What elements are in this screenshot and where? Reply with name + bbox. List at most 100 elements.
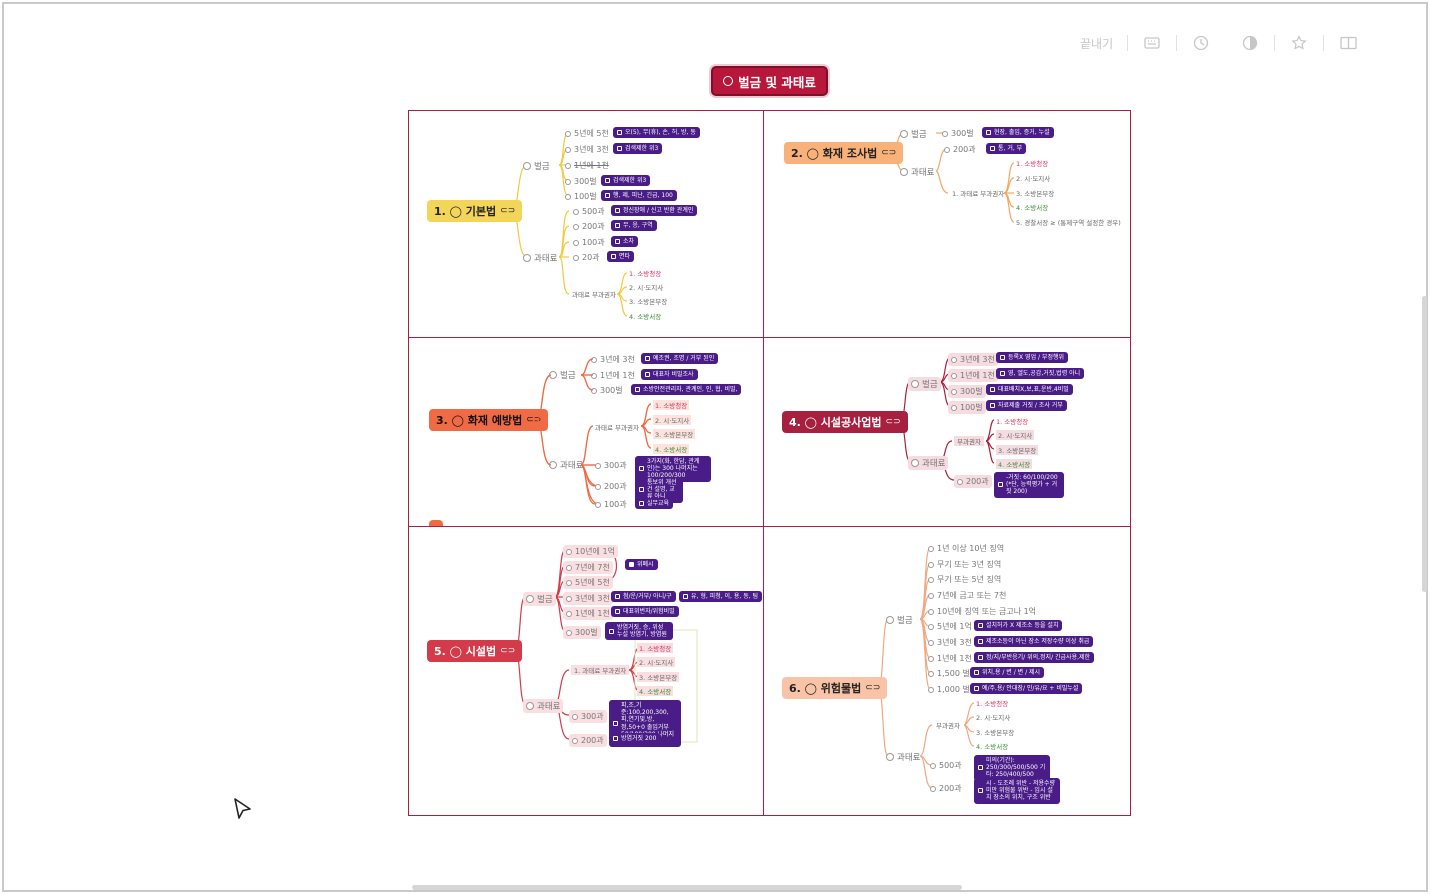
penalty-item[interactable]: 200과 <box>569 734 607 747</box>
imposer-label[interactable]: 1. 과태료 부과권자 <box>952 190 1005 198</box>
penalty-item[interactable]: 200과 <box>944 144 976 155</box>
penalty-tag[interactable]: 시 - 도조례 위반 - 저용수량 미만 위험물 위반 - 임시 설치 장소의 … <box>974 778 1060 804</box>
main-topic-fire-investigation-law[interactable]: 2. ◯ 화재 조사법⊂⊃ <box>784 142 904 164</box>
penalty-item[interactable]: 100과 <box>573 237 605 248</box>
penalty-item[interactable]: 500과 <box>930 760 962 771</box>
fine-tag[interactable]: 소방안전관리자, 관계인, 인, 협, 비밀, <box>631 384 742 396</box>
imposer-item[interactable]: 4. 소방서장 <box>976 743 1009 751</box>
penalty-item[interactable]: 200과 <box>954 475 992 488</box>
main-topic-basic-law[interactable]: 1. ◯ 기본법⊂⊃ <box>427 200 523 222</box>
branch-fine[interactable]: 벌금 <box>908 377 941 391</box>
fine-tag[interactable]: 위치,용 / 변 / 변 / 제시 <box>970 667 1045 679</box>
star-icon[interactable] <box>1289 32 1309 54</box>
fine-tag[interactable]: 대표자 비밀조사 <box>641 369 698 381</box>
fine-item[interactable]: 10년에 징역 또는 금고나 1억 <box>928 606 1036 617</box>
branch-fine[interactable]: 벌금 <box>523 160 550 172</box>
penalty-tag[interactable]: 방염거짓 200 <box>609 733 661 745</box>
imposer-item[interactable]: 2. 시·도지사 <box>976 714 1011 722</box>
imposer-item[interactable]: 5. 경찰서장 ≥ (통제구역 설정한 경우) <box>1016 219 1121 227</box>
keyboard-icon[interactable] <box>1142 32 1162 54</box>
fine-item[interactable]: 1,500 벌 <box>928 668 970 679</box>
fine-item[interactable]: 5년에 5천 <box>563 576 613 589</box>
imposer-item[interactable]: 4. 소방서장 <box>1016 204 1049 212</box>
fine-item[interactable]: 1년에 1천 <box>563 607 613 620</box>
horizontal-scrollbar[interactable] <box>412 885 962 890</box>
penalty-tag[interactable]: 실무교육 <box>635 498 674 510</box>
branch-fine[interactable]: 벌금 <box>886 614 913 626</box>
fine-item[interactable]: 300벌 <box>948 385 986 398</box>
penalty-tag[interactable]: 면타 <box>607 251 635 263</box>
imposer-item[interactable]: 1. 소방청장 <box>653 400 690 410</box>
fine-item[interactable]: 1년에 1천 <box>948 369 998 382</box>
branch-penalty[interactable]: 과태료 <box>523 252 557 264</box>
imposer-item[interactable]: 1. 소방청장 <box>637 643 674 653</box>
penalty-item[interactable]: 20과 <box>573 252 600 263</box>
fine-item[interactable]: 3년에 3천 <box>928 637 972 648</box>
imposer-item[interactable]: 1. 소방청장 <box>976 700 1009 708</box>
vertical-scrollbar[interactable] <box>1422 296 1427 592</box>
fine-tag[interactable]: 영, 엘도,공감,거짓,법령 아니 <box>996 368 1085 380</box>
imposer-item[interactable]: 4. 소방서장 <box>637 686 674 696</box>
penalty-item[interactable]: 300과 <box>595 460 627 471</box>
fine-tag[interactable]: 자료제출 거짓 / 조사 거부 <box>986 400 1067 412</box>
imposer-item[interactable]: 4. 소방서장 <box>653 444 690 454</box>
penalty-item[interactable]: 200과 <box>595 481 627 492</box>
imposer-item[interactable]: 2. 시·도지사 <box>653 415 692 425</box>
fine-tag[interactable]: 검색제한 위3 <box>613 143 663 155</box>
branch-fine[interactable]: 벌금 <box>900 128 927 140</box>
fine-tag[interactable]: 예/주,용/ 안대장/ 인/유/요 + 비밀누설 <box>970 683 1083 695</box>
penalty-item[interactable]: 200과 <box>930 783 962 794</box>
main-topic-construction-law[interactable]: 4. ◯ 시설공사업법⊂⊃ <box>782 411 908 433</box>
penalty-tag[interactable]: 정신장애 / 신고 반환 관계인 <box>611 205 698 217</box>
fine-item[interactable]: 1,000 벌 <box>928 684 970 695</box>
fine-tag[interactable]: 제조소등이 아닌 장소 저장수량 이상 취급 <box>974 636 1094 648</box>
fine-tag[interactable]: 설치허가 X 제조소 등을 설치 <box>974 620 1063 632</box>
imposer-item[interactable]: 4. 소방서장 <box>996 459 1033 469</box>
exit-button[interactable]: 끝내기 <box>1080 36 1114 51</box>
fine-item[interactable]: 1년에 1천 <box>928 653 972 664</box>
main-topic-facility-law[interactable]: 5. ◯ 시설법⊂⊃ <box>427 640 523 662</box>
imposer-item[interactable]: 4. 소방서장 <box>629 313 662 321</box>
imposer-item[interactable]: 2. 시·도지사 <box>637 657 676 667</box>
imposer-item[interactable]: 3. 소방본부장 <box>637 672 680 682</box>
penalty-tag[interactable]: 통, 거, 부 <box>986 143 1027 155</box>
fine-item[interactable]: 5년에 1억 <box>928 621 972 632</box>
imposer-item[interactable]: 3. 소방본부장 <box>996 445 1039 455</box>
penalty-item[interactable]: 100과 <box>595 499 627 510</box>
clock-icon[interactable] <box>1191 32 1211 54</box>
branch-penalty[interactable]: 과태료 <box>908 456 949 470</box>
penalty-item[interactable]: 200과 <box>573 221 605 232</box>
root-topic[interactable]: 벌금 및 과태료 <box>711 66 828 96</box>
imposer-label[interactable]: 부과권자 <box>954 436 984 446</box>
imposer-item[interactable]: 3. 소방본부장 <box>1016 190 1055 198</box>
branch-penalty[interactable]: 과태료 <box>900 166 934 178</box>
fine-item[interactable]: 300벌 <box>942 128 974 139</box>
fine-item[interactable]: 10년에 1억 <box>563 545 618 558</box>
fine-tag[interactable]: 방염거짓, 승, 위성 누설 방염기, 방염원 <box>605 622 673 641</box>
imposer-item[interactable]: 3. 소방본부장 <box>653 429 696 439</box>
fine-tag[interactable]: 예조권, 조명 / 거부 된인 <box>641 353 719 365</box>
branch-fine[interactable]: 벌금 <box>523 592 556 606</box>
fine-item[interactable]: 1년 이상 10년 징역 <box>928 543 1004 554</box>
penalty-item[interactable]: 300과 <box>569 710 607 723</box>
imposer-item[interactable]: 3. 소방본부장 <box>976 729 1015 737</box>
imposer-item[interactable]: 1. 소방청장 <box>1016 160 1049 168</box>
branch-penalty[interactable]: 과태료 <box>886 751 920 763</box>
imposer-item[interactable]: 2. 시·도지사 <box>996 430 1035 440</box>
fine-tag[interactable]: 위폐시 <box>625 559 658 571</box>
fine-tag[interactable]: 검색제한 위3 <box>601 175 651 187</box>
branch-penalty[interactable]: 과태료 <box>523 699 564 713</box>
fine-tag[interactable]: 등록X 영업 / 부정행위 <box>996 352 1069 364</box>
imposer-label[interactable]: 1. 과태료 부과권자 <box>571 665 630 675</box>
fine-item[interactable]: 100벌 <box>948 401 986 414</box>
penalty-item[interactable]: 500과 <box>573 206 605 217</box>
fine-item[interactable]: 3년에 3천 <box>565 144 609 155</box>
imposer-item[interactable]: 2. 시·도지사 <box>629 284 664 292</box>
fine-item[interactable]: 100벌 <box>565 191 597 202</box>
fine-tag[interactable]: 행, 제, 피난, 긴급, 100 <box>601 190 677 202</box>
fine-item[interactable]: 무기 또는 5년 징역 <box>928 574 1001 585</box>
fine-tag[interactable]: 유, 형, 피청, 이, 용, 동, 팀 <box>679 591 763 603</box>
main-topic-fire-prevention-law[interactable]: 3. ◯ 화재 예방법⊂⊃ <box>429 409 549 431</box>
fine-item[interactable]: 300벌 <box>591 385 623 396</box>
fine-item[interactable]: 5년에 5천 <box>565 128 609 139</box>
